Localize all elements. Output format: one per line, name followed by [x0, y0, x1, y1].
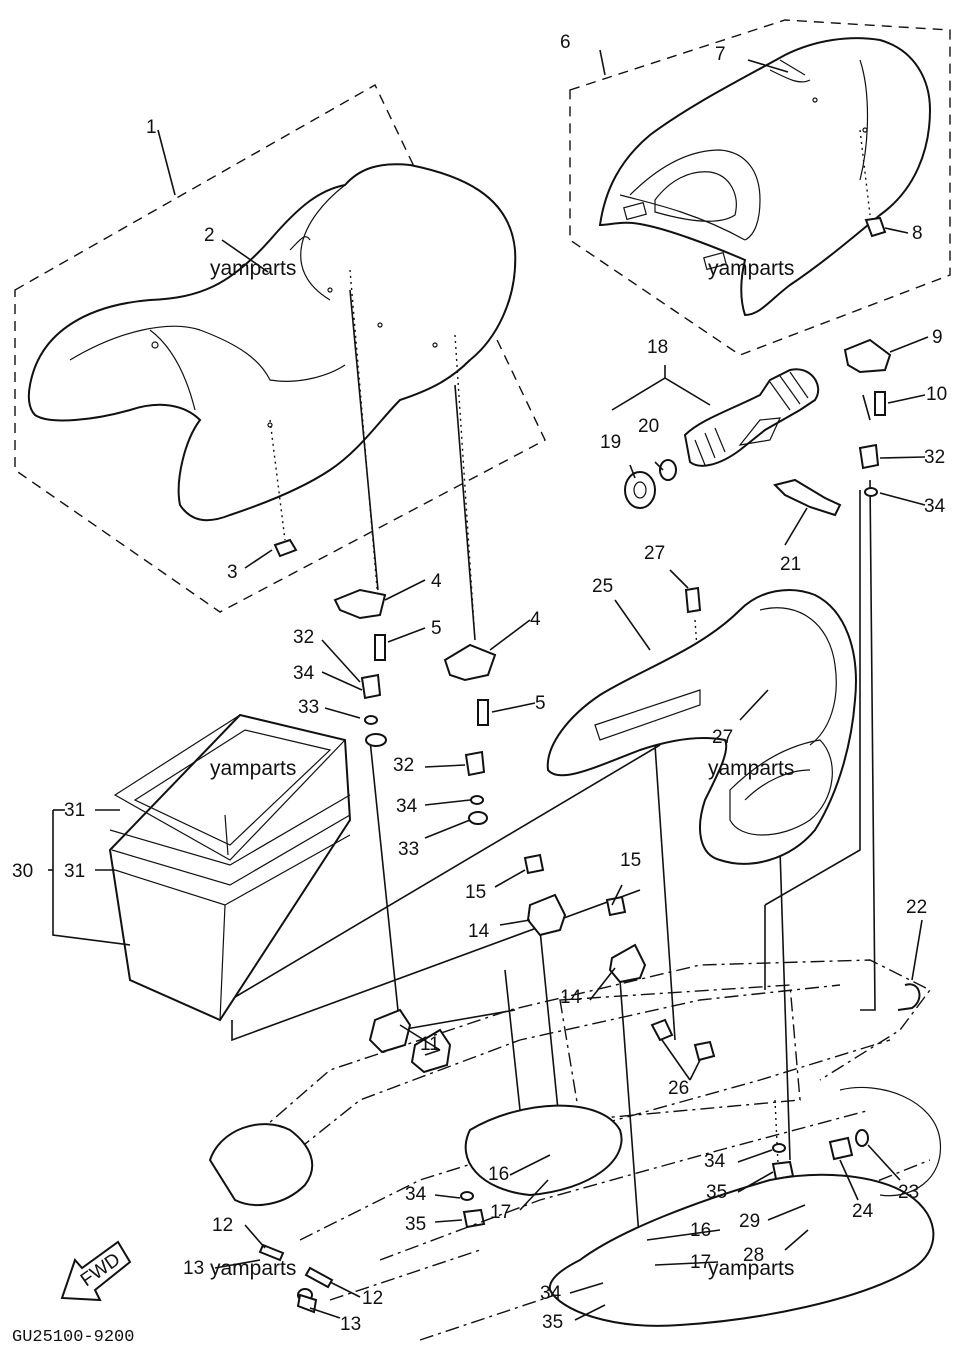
hull-outline: [208, 959, 942, 1341]
label-27b: 27: [712, 727, 733, 748]
dotted-path: [349, 269, 379, 601]
label-30: 30: [12, 861, 33, 882]
dotted-path: [269, 419, 286, 541]
label-15a: 15: [465, 882, 486, 903]
label-33a: 33: [298, 697, 319, 718]
watermark: yamparts: [210, 757, 296, 780]
dotted-path: [859, 129, 871, 216]
seat-group-box-1: [14, 84, 546, 613]
label-29: 29: [739, 1211, 760, 1232]
label-10: 10: [926, 384, 947, 405]
label-5a: 5: [431, 618, 442, 639]
label-18: 18: [647, 337, 668, 358]
bracket-30: [52, 810, 131, 946]
label-34a: 34: [293, 663, 315, 684]
watermark: yamparts: [210, 1257, 296, 1280]
label-34e: 34: [704, 1151, 726, 1172]
label-16a: 16: [488, 1164, 509, 1185]
watermark: yamparts: [708, 757, 794, 780]
dotted-path: [774, 1099, 783, 1251]
label-15b: 15: [620, 850, 641, 871]
label-26: 26: [668, 1078, 689, 1099]
label-35a: 35: [405, 1214, 426, 1235]
label-22: 22: [906, 897, 927, 918]
part-7-line: [747, 59, 789, 73]
label-3: 3: [227, 562, 238, 583]
label-4a: 4: [431, 571, 442, 592]
label-8: 8: [912, 223, 923, 244]
seat-group-box-6: [569, 19, 951, 356]
label-13a: 13: [183, 1258, 204, 1279]
label-7: 7: [715, 44, 726, 65]
label-20: 20: [638, 416, 659, 437]
label-23: 23: [898, 1182, 919, 1203]
storage-box: [108, 713, 352, 1022]
leader-lines: [48, 49, 929, 1321]
label-5b: 5: [535, 693, 546, 714]
watermarks: yamparts yamparts yamparts yamparts yamp…: [210, 257, 794, 1280]
watermark: yamparts: [708, 1257, 794, 1280]
label-16b: 16: [690, 1220, 711, 1241]
label-9: 9: [932, 327, 943, 348]
label-25: 25: [592, 576, 613, 597]
label-17b: 17: [690, 1252, 711, 1273]
label-12b: 12: [362, 1288, 383, 1309]
label-13b: 13: [340, 1314, 361, 1335]
label-24: 24: [852, 1201, 874, 1222]
label-33b: 33: [398, 839, 419, 860]
part-21-line: [784, 507, 808, 546]
fwd-arrow: FWD: [60, 1240, 132, 1302]
label-34f: 34: [540, 1283, 562, 1304]
label-32b: 32: [393, 755, 414, 776]
label-12a: 12: [212, 1215, 233, 1236]
part-labels: 1 2 3 4 4 5 5 6 7 8 9 10 32 34 18 19 20 …: [12, 32, 947, 1335]
label-4b: 4: [530, 609, 541, 630]
label-35c: 35: [542, 1312, 563, 1333]
label-31a: 31: [64, 800, 85, 821]
label-34d: 34: [405, 1184, 427, 1205]
label-19: 19: [600, 432, 621, 453]
label-27a: 27: [644, 543, 665, 564]
bracket-21: [773, 478, 842, 517]
label-35b: 35: [706, 1182, 727, 1203]
label-21: 21: [780, 554, 801, 575]
part-2-line: [221, 239, 269, 273]
label-28: 28: [743, 1245, 764, 1266]
label-32a: 32: [293, 627, 314, 648]
label-14a: 14: [468, 921, 490, 942]
label-32c: 32: [924, 447, 945, 468]
label-34b: 34: [396, 796, 418, 817]
rear-seat-assembly: [598, 37, 932, 317]
label-1: 1: [146, 117, 157, 138]
watermark: yamparts: [210, 257, 296, 280]
label-31b: 31: [64, 861, 85, 882]
label-14b: 14: [560, 987, 582, 1008]
label-2: 2: [204, 225, 215, 246]
seat-assembly: [27, 163, 517, 522]
label-6: 6: [560, 32, 571, 53]
label-11: 11: [420, 1034, 440, 1055]
label-17a: 17: [490, 1202, 511, 1223]
cover-25: [546, 589, 857, 865]
label-34c: 34: [924, 496, 946, 517]
intake-duct: [611, 365, 820, 509]
drawing-code: GU25100-9200: [12, 1328, 134, 1347]
watermark: yamparts: [708, 257, 794, 280]
